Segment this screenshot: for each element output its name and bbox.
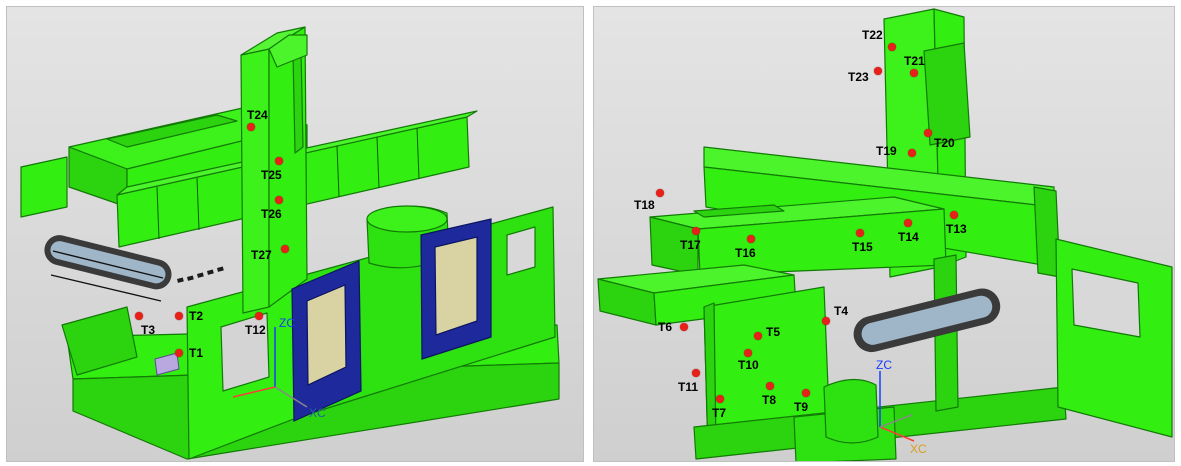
marker-label: T23 <box>848 70 869 84</box>
marker-label: T11 <box>678 380 699 394</box>
marker-label: T13 <box>946 222 967 236</box>
marker-label: T19 <box>876 144 897 158</box>
marker-label: T14 <box>898 230 919 244</box>
marker-dot <box>255 312 263 320</box>
right-axis-x-label: XC <box>910 442 927 456</box>
marker-dot <box>950 211 958 219</box>
left-axis-z-label: ZC <box>279 316 295 330</box>
right-machine-drawing <box>597 8 1173 461</box>
marker-dot <box>175 312 183 320</box>
marker-label: T21 <box>904 54 925 68</box>
right-axis-z-label: ZC <box>876 358 892 372</box>
marker-label: T17 <box>680 238 701 252</box>
marker-label: T4 <box>834 304 849 318</box>
marker-label: T2 <box>189 309 204 323</box>
marker-label: T24 <box>247 108 268 122</box>
marker-dot <box>856 229 864 237</box>
marker-dot <box>680 323 688 331</box>
marker-dot <box>247 123 255 131</box>
left-machine-drawing <box>20 26 560 460</box>
marker-label: T18 <box>634 198 655 212</box>
marker-label: T27 <box>251 248 272 262</box>
marker-dot <box>822 317 830 325</box>
marker-dot <box>874 67 882 75</box>
marker-dot <box>754 332 762 340</box>
marker-label: T10 <box>738 358 759 372</box>
marker-dot <box>275 157 283 165</box>
marker-label: T12 <box>245 323 266 337</box>
marker-label: T7 <box>712 406 727 420</box>
marker-dot <box>744 349 752 357</box>
marker-label: T6 <box>658 320 673 334</box>
left-machine-view: ZC XC T1 T2 T3 T12 T24 T25 T26 T27 <box>6 6 584 462</box>
marker-dot <box>716 395 724 403</box>
marker-label: T9 <box>794 400 809 414</box>
marker-dot <box>802 389 810 397</box>
left-axis-x-label: XC <box>309 406 326 420</box>
marker-label: T16 <box>735 246 756 260</box>
marker-label: T8 <box>762 393 777 407</box>
marker-label: T3 <box>141 323 156 337</box>
right-machine-view: ZC XC T4 T5 T6 T7 T8 T9 T10 T11 T13 T14 … <box>593 6 1175 462</box>
marker-dot <box>908 149 916 157</box>
marker-label: T25 <box>261 168 282 182</box>
marker-dot <box>924 129 932 137</box>
marker-label: T26 <box>261 207 282 221</box>
marker-label: T1 <box>189 346 204 360</box>
marker-dot <box>910 69 918 77</box>
marker-dot <box>692 369 700 377</box>
marker-dot <box>135 312 143 320</box>
marker-dot <box>656 189 664 197</box>
marker-label: T15 <box>852 240 873 254</box>
marker-dot <box>692 227 700 235</box>
marker-dot <box>275 196 283 204</box>
marker-dot <box>747 235 755 243</box>
marker-label: T22 <box>862 28 883 42</box>
marker-dot <box>904 219 912 227</box>
marker-dot <box>175 349 183 357</box>
marker-dot <box>766 382 774 390</box>
marker-dot <box>888 43 896 51</box>
marker-label: T20 <box>934 136 955 150</box>
marker-label: T5 <box>766 325 781 339</box>
marker-dot <box>281 245 289 253</box>
